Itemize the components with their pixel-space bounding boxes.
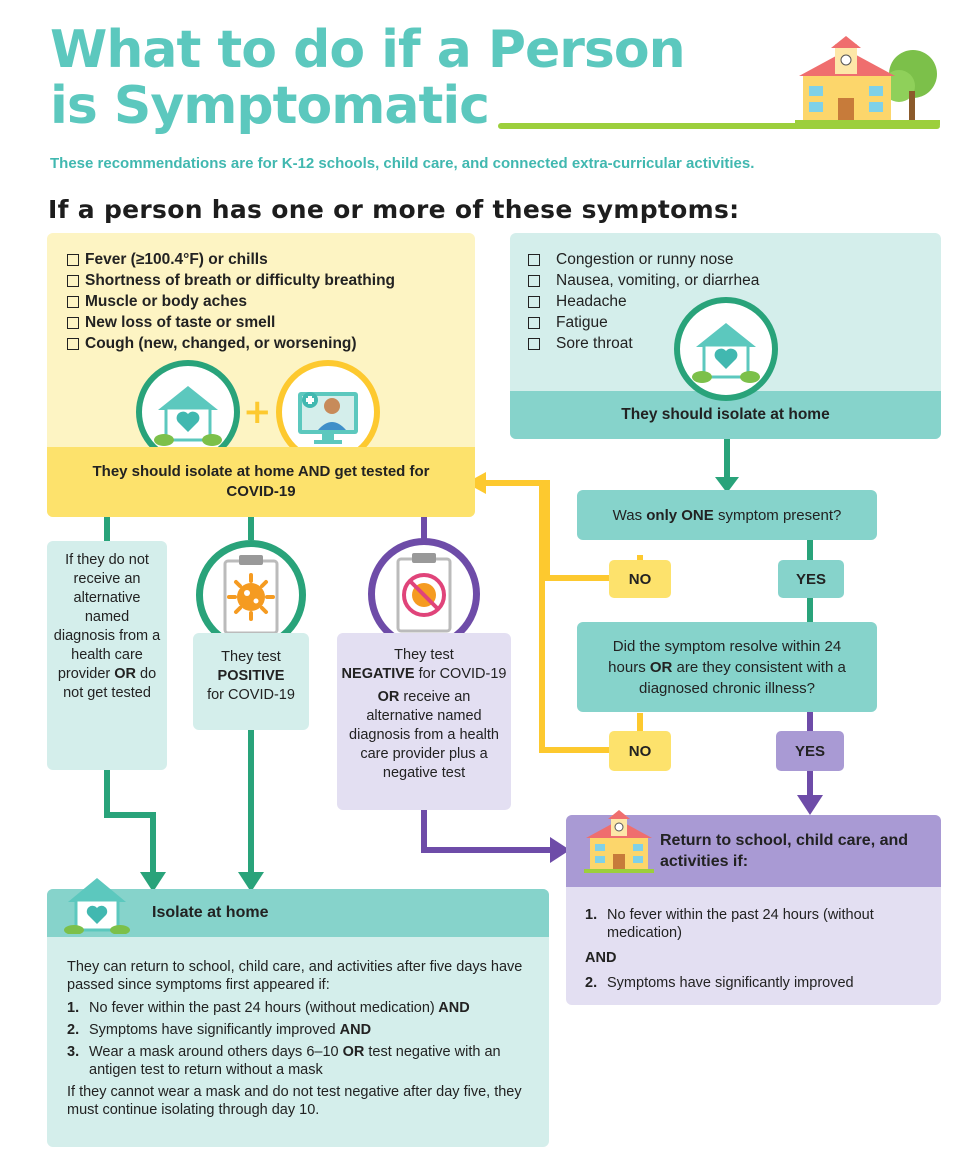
purple-arrow-return [797,795,823,815]
checkbox-icon [528,337,540,350]
outcome-no-diagnosis: If they do not receive an alternative na… [47,541,167,770]
teal-arrow-q1 [715,477,739,493]
list-item: 1.No fever within the past 24 hours (wit… [67,1000,470,1016]
list-item: Muscle or body aches [67,291,395,312]
virus-clipboard-icon [196,540,306,650]
list-item: Sore throat [528,333,759,354]
secondary-symptom-list: Congestion or runny nose Nausea, vomitin… [528,249,759,354]
and-label: AND [585,950,617,966]
list-item: Cough (new, changed, or worsening) [67,333,395,354]
no-pill: NO [609,731,671,771]
list-item: Fever (≥100.4°F) or chills [67,249,395,270]
school-icon [795,36,940,125]
green-arrow-isolate-2 [238,872,264,892]
question-one-symptom: Was only ONE symptom present? [577,490,877,540]
checkbox-icon [528,295,540,308]
subtitle: These recommendations are for K-12 schoo… [50,155,755,172]
list-item: 2.Symptoms have significantly improved [585,975,854,991]
return-body: 1.No fever within the past 24 hours (wit… [585,906,925,996]
checkbox-icon [67,316,79,329]
primary-symptom-list: Fever (≥100.4°F) or chills Shortness of … [67,249,395,354]
no-pill: NO [609,560,671,598]
home-heart-icon [136,360,240,464]
isolate-title: Isolate at home [47,889,549,937]
outcome-positive: They test POSITIVE for COVID-19 [193,633,309,730]
question-resolve: Did the symptom resolve within 24 hours … [577,622,877,712]
checkbox-icon [67,253,79,266]
home-heart-icon [674,297,778,401]
symptoms-heading: If a person has one or more of these sym… [48,195,740,224]
checkbox-icon [528,253,540,266]
primary-action-band: They should isolate at home AND get test… [47,447,475,517]
isolate-body: They can return to school, child care, a… [67,958,537,1124]
yes-pill: YES [776,731,844,771]
checkbox-icon [67,274,79,287]
yes-pill: YES [778,560,844,598]
checkbox-icon [67,295,79,308]
list-item: Nausea, vomiting, or diarrhea [528,270,759,291]
list-item: Headache [528,291,759,312]
checkbox-icon [67,337,79,350]
outcome-negative: They test NEGATIVE for COVID-19 OR recei… [337,633,511,810]
yellow-arrow-head [466,472,486,494]
checkbox-icon [528,274,540,287]
purple-arrow-negative [550,837,570,863]
list-item: 1.No fever within the past 24 hours (wit… [585,907,874,941]
doctor-telehealth-icon [276,360,380,464]
checkbox-icon [528,316,540,329]
plus-sign: + [243,392,272,432]
no-virus-clipboard-icon [368,538,480,650]
green-arrow-isolate-1 [140,872,166,892]
list-item: New loss of taste or smell [67,312,395,333]
list-item: Shortness of breath or difficulty breath… [67,270,395,291]
page-title: What to do if a Person is Symptomatic [50,20,686,136]
list-item: 3.Wear a mask around others days 6–10 OR… [67,1044,501,1078]
school-icon [584,810,654,873]
list-item: Congestion or runny nose [528,249,759,270]
title-underline [498,123,940,129]
list-item: Fatigue [528,312,759,333]
home-heart-icon [64,878,130,934]
list-item: 2.Symptoms have significantly improved A… [67,1022,372,1038]
